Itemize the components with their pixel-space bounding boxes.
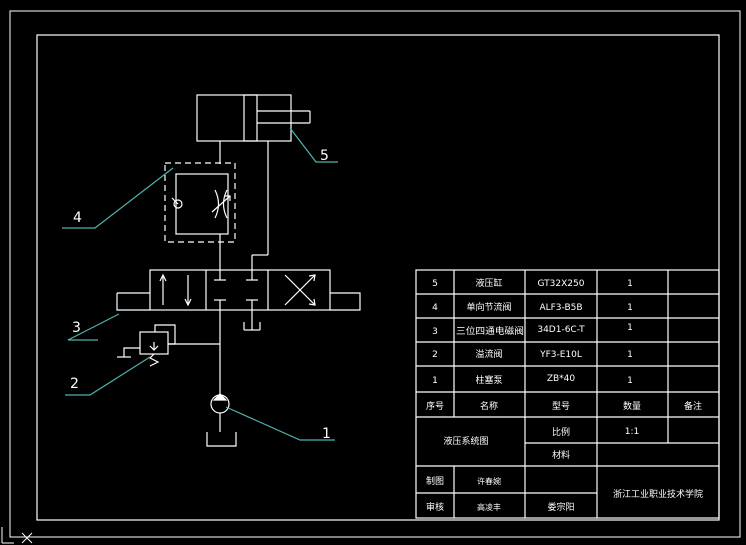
solenoid-directional-valve: [116, 269, 361, 395]
material-label: 材料: [552, 449, 570, 461]
row3-name: 三位四通电磁阀: [456, 325, 524, 337]
row2-name: 溢流阀: [475, 348, 502, 360]
row2-seq: 2: [432, 350, 438, 360]
row1-seq: 1: [432, 376, 438, 386]
scale-value: 1:1: [625, 427, 639, 437]
header-seq: 序号: [426, 400, 444, 412]
bom-rows: 5 液压缸 GT32X250 1 4 单向节流阀 ALF3-B5B 1 3 三位…: [426, 277, 702, 412]
row2-qty: 1: [627, 350, 633, 360]
row5-model: GT32X250: [538, 279, 585, 289]
drawn-by: 许春婉: [477, 476, 501, 486]
callout-3: 3: [72, 320, 81, 336]
drawing-name: 液压系统图: [443, 435, 488, 447]
header-note: 备注: [684, 400, 702, 412]
callout-2: 2: [70, 376, 79, 392]
drawn-label: 制图: [426, 475, 444, 487]
institution: 浙江工业职业技术学院: [613, 488, 703, 500]
check-throttle-valve: [164, 162, 268, 270]
outer-border: [9, 10, 741, 538]
callout-4: 4: [73, 210, 82, 226]
piston-pump: [206, 393, 237, 447]
leader-lines: [62, 127, 338, 441]
row3-seq: 3: [432, 327, 438, 337]
inner-border: [36, 34, 720, 521]
relief-valve: [117, 324, 220, 367]
row1-model: ZB*40: [547, 374, 576, 384]
hydraulic-cylinder: [196, 94, 311, 255]
row3-model: 34D1-6C-T: [537, 325, 585, 335]
row5-seq: 5: [432, 279, 438, 289]
review-label: 审核: [426, 501, 444, 513]
ucs-icon: [1, 527, 33, 544]
bom-table: [415, 269, 720, 519]
header-model: 型号: [552, 401, 570, 412]
row1-qty: 1: [627, 376, 633, 386]
callout-5: 5: [320, 148, 329, 164]
extra-name: 娄宗阳: [547, 501, 574, 513]
row4-model: ALF3-B5B: [539, 303, 582, 313]
row4-qty: 1: [627, 303, 633, 313]
row2-model: YF3-E10L: [539, 350, 582, 360]
reviewed-by: 高凌丰: [477, 502, 501, 512]
callout-1: 1: [322, 426, 331, 442]
row5-qty: 1: [627, 279, 633, 289]
row3-qty: 1: [627, 323, 633, 333]
row4-name: 单向节流阀: [466, 301, 511, 313]
header-qty: 数量: [623, 400, 641, 412]
header-name: 名称: [480, 400, 498, 412]
title-block: 液压系统图 比例 1:1 材料 制图 许春婉 审核 高凌丰 娄宗阳 浙江工业职业…: [426, 426, 703, 513]
row1-name: 柱塞泵: [475, 374, 502, 386]
row4-seq: 4: [432, 303, 438, 313]
row5-name: 液压缸: [475, 277, 502, 289]
scale-label: 比例: [552, 426, 570, 438]
